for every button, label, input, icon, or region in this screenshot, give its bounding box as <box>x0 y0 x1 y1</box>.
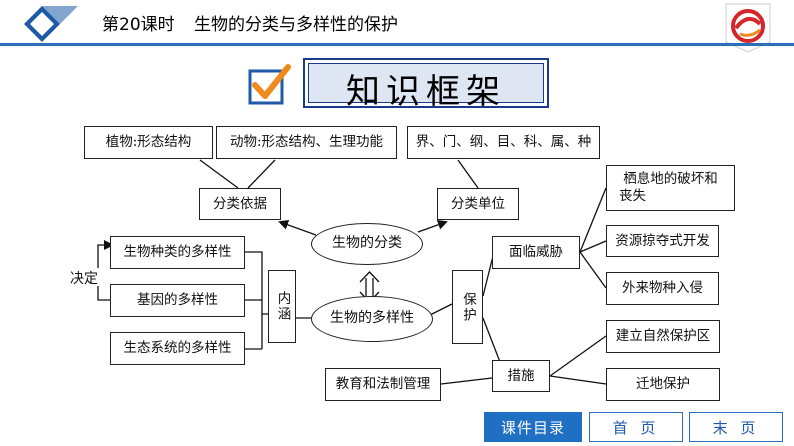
node-ex-situ-protection: 迁地保护 <box>606 368 720 401</box>
node-ecosystem-diversity: 生态系统的多样性 <box>110 332 245 365</box>
node-biodiversity: 生物的多样性 <box>311 296 433 342</box>
node-animal-basis: 动物:形态结构、生理功能 <box>216 126 397 159</box>
node-classification-basis: 分类依据 <box>199 188 281 220</box>
lesson-title: 生物的分类与多样性的保护 <box>194 15 399 35</box>
label-determines: 决定 <box>70 271 98 287</box>
node-classification-units: 分类单位 <box>437 188 519 220</box>
node-species-diversity: 生物种类的多样性 <box>110 236 245 269</box>
node-biological-classification: 生物的分类 <box>311 223 423 265</box>
node-gene-diversity: 基因的多样性 <box>110 284 245 317</box>
header: 第20课时 生物的分类与多样性的保护 <box>0 0 794 53</box>
node-threats: 面临威胁 <box>492 236 580 269</box>
last-page-button[interactable]: 末 页 <box>689 412 783 442</box>
lesson-number: 第20课时 <box>102 15 175 35</box>
first-page-button[interactable]: 首 页 <box>589 412 683 442</box>
node-habitat-loss: 栖息地的破坏和 丧失 <box>606 165 735 211</box>
protection-label: 保护 <box>459 291 476 323</box>
node-invasive-species: 外来物种入侵 <box>606 272 719 305</box>
habitat-loss-line1: 栖息地的破坏和 <box>623 171 718 188</box>
node-plant-basis: 植物:形态结构 <box>84 126 213 159</box>
node-resource-exploitation: 资源掠夺式开发 <box>606 225 719 257</box>
node-measures: 措施 <box>492 360 550 392</box>
brand-logo-icon <box>725 3 771 53</box>
section-banner: 知识框架 <box>303 58 549 112</box>
node-protection: 保护 <box>452 270 483 344</box>
header-divider <box>0 43 794 46</box>
page-title: 第20课时 生物的分类与多样性的保护 <box>102 10 398 35</box>
diamond-logo-icon <box>24 6 78 42</box>
checkbox-check-icon <box>248 64 291 105</box>
node-unit-list: 界、门、纲、目、科、属、种 <box>407 126 600 159</box>
node-connotation: 内涵 <box>268 270 296 343</box>
connotation-label: 内涵 <box>274 291 291 322</box>
section-title: 知识框架 <box>346 72 506 112</box>
catalog-button[interactable]: 课件目录 <box>484 412 582 442</box>
habitat-loss-line2: 丧失 <box>619 188 646 204</box>
node-nature-reserve: 建立自然保护区 <box>606 320 720 353</box>
node-education-law: 教育和法制管理 <box>325 368 441 401</box>
